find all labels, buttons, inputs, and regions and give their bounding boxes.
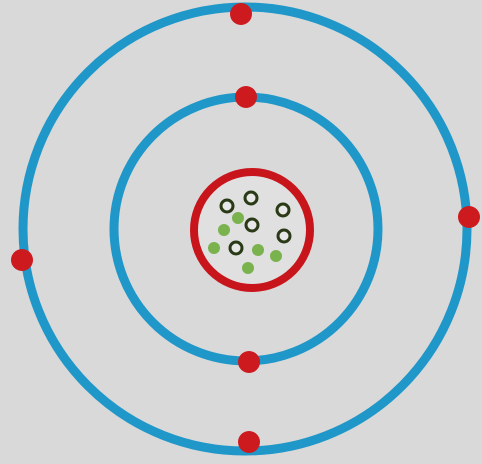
neutron-5: [270, 250, 282, 262]
proton-6: [230, 242, 242, 254]
nucleus: [194, 172, 310, 288]
neutron-3: [208, 242, 220, 254]
neutron-6: [242, 262, 254, 274]
proton-2: [245, 192, 257, 204]
outer-shell-electron-1: [230, 3, 252, 25]
outer-shell-electron-3: [11, 249, 33, 271]
proton-5: [278, 230, 290, 242]
outer-shell-electron-2: [458, 206, 480, 228]
neutron-1: [232, 212, 244, 224]
neutron-4: [252, 244, 264, 256]
neutron-2: [218, 224, 230, 236]
outer-shell-electron-4: [238, 431, 260, 453]
proton-3: [277, 204, 289, 216]
inner-shell-electron-2: [238, 351, 260, 373]
proton-1: [221, 200, 233, 212]
proton-4: [246, 219, 258, 231]
inner-shell-electron-1: [235, 86, 257, 108]
